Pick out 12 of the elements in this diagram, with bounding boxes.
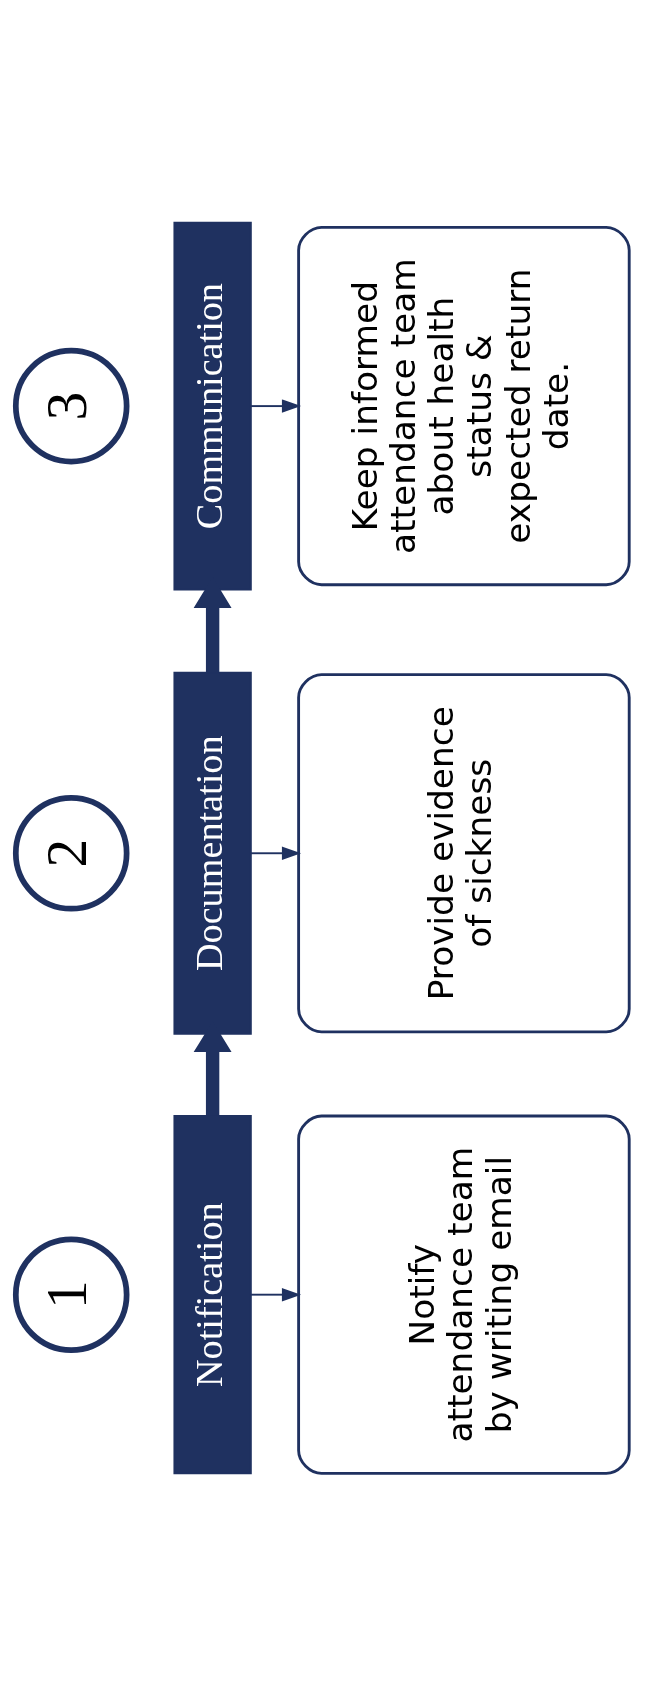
node-box: Notify attendance team by writing email	[297, 1114, 631, 1475]
arrow	[250, 1287, 302, 1301]
node-circle: 3	[12, 347, 130, 464]
arrow	[250, 846, 302, 860]
node-box: Notification	[173, 1114, 252, 1474]
node-box: Documentation	[173, 671, 252, 1035]
arrow	[250, 398, 302, 413]
node-circle: 1	[12, 1235, 130, 1353]
node-box: Provide evidence of sickness	[297, 672, 631, 1033]
node-box: Communication	[173, 221, 252, 590]
node-box: Keep informed attendance team about health status & expected return date.	[297, 225, 631, 586]
node-circle: 2	[12, 794, 130, 912]
